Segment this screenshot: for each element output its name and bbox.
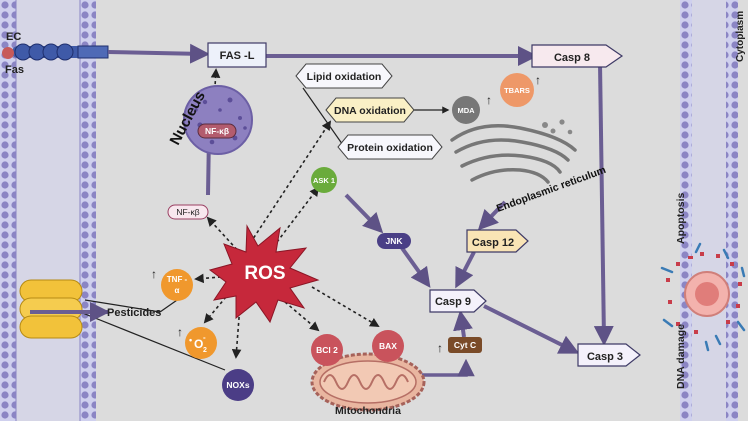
casp3-label: Casp 3 [587,351,623,363]
apoptotic-cell [660,242,746,352]
cytc-up-arrow: ↑ [437,341,443,355]
ros-to-tnf [194,273,222,284]
superoxide-dot: • [189,335,192,345]
er-vesicles [542,119,573,135]
ros-to-ask1 [276,186,320,243]
fasl-box [207,42,267,68]
mitochondria-label: Mitochondria [335,405,401,417]
protein-oxidation-node [337,134,443,160]
casp3-node [577,343,641,367]
right-cell-membrane [680,0,738,421]
superoxide-up-arrow: ↑ [177,325,183,339]
bcl2-label: BCl 2 [316,345,338,355]
ros-label: ROS [244,263,285,284]
casp8-node [531,44,624,68]
arrow-jnk-to-casp9 [400,246,431,288]
tnf-up-arrow: ↑ [151,267,157,281]
er-organelle [450,124,577,184]
casp9-label: Casp 9 [435,296,471,308]
cytoplasm-label: Cytoplasm [735,11,746,62]
tbars-up-arrow: ↑ [535,73,541,87]
superoxide-superscript: - [203,333,206,342]
arrow-casp9-to-casp3 [483,304,580,354]
casp12-node [466,229,529,253]
protein-oxidation-label: Protein oxidation [347,142,433,154]
arrow-casp8-to-casp3 [593,62,614,346]
casp9-node [429,289,487,313]
superoxide-label: O [194,337,203,351]
arrow-ask1-to-jnk [344,193,384,234]
tbars-node [500,73,534,107]
ros-node [208,224,320,324]
ask1-label: ASK 1 [313,176,335,185]
mda-label: MDA [457,106,475,115]
bax-node [372,330,404,362]
casp12-label: Casp 12 [472,237,514,249]
arrow-er-to-casp12 [477,200,507,231]
tnf-node [161,269,193,301]
arrow-fas-to-fasl [107,43,210,64]
superoxide-subscript: 2 [203,347,207,354]
jnk-label: JNK [385,236,403,246]
tbars-label: TBARS [504,86,530,95]
cytc-node [448,337,482,353]
mda-up-arrow: ↑ [486,93,492,107]
bcl2-node [311,334,343,366]
ros-to-bax [311,286,380,327]
arrow-cytc-to-casp9 [453,310,473,338]
pesticides-label: Pesticides [107,307,161,319]
jnk-node [377,233,411,249]
cytc-label: Cyt C [454,340,476,350]
pesticide-channel [19,279,110,339]
noxs-label: NOXs [226,380,249,390]
nfkb-nuclear-pill [197,123,237,139]
ec-label: EC [6,31,21,43]
casp8-label: Casp 8 [554,52,590,64]
fasl-label: FAS -L [220,50,255,62]
tnf-label-line2: α [175,286,180,295]
left-cell-membrane [0,0,96,421]
lipid-oxidation-node [295,63,393,89]
apoptosis-label: Apoptosis [675,193,687,244]
nfkb-nuclear-label: NF-κβ [205,126,229,136]
ros-to-lipid [246,120,332,249]
mda-node [452,96,480,124]
ros-to-bcl2 [284,301,320,332]
nfkb-label: NF-κβ [176,207,199,217]
bax-label: BAX [379,341,397,351]
dna-oxidation-node [325,97,415,123]
arrow-casp12-to-casp9 [455,251,476,289]
dna-damage-label: DNA damage [675,324,687,389]
ask1-node [311,167,337,193]
dna-oxidation-label: DNA oxidation [334,105,406,117]
superoxide-node [185,327,217,359]
fas-receptor [12,43,109,61]
noxs-node [222,369,254,401]
mitochondria [310,352,426,412]
nfkb-node [167,204,209,220]
tnf-label-line1: TNF - [167,275,188,284]
lipid-oxidation-label: Lipid oxidation [307,71,382,83]
fas-label: Fas [5,64,24,76]
fas-ligand-dot [2,47,14,59]
oxidation-bracket [302,87,450,149]
